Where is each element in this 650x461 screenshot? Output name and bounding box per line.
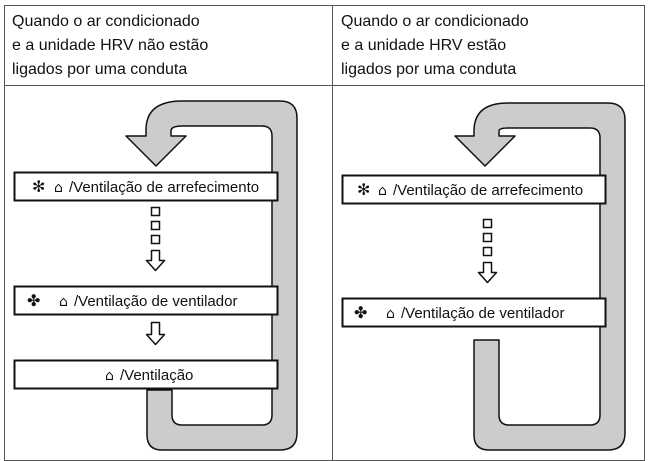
left-header-line-3: ligados por uma conduta [12, 61, 187, 78]
left-header: Quando o ar condicionado e a unidade HRV… [12, 13, 208, 78]
right-box-cooling: ✻ ⌂ /Ventilação de arrefecimento [341, 174, 607, 205]
left-box-fan-label: /Ventilação de ventilador [74, 293, 237, 310]
right-dashed-arrow [477, 218, 498, 284]
left-loop-arrow [125, 100, 298, 451]
right-header-line-2: e a unidade HRV estão [341, 37, 506, 54]
fan-icon: ✤ [354, 303, 367, 322]
right-box-cooling-label: /Ventilação de arrefecimento [393, 182, 583, 199]
right-loop-arrow [454, 102, 626, 451]
ventilation-icon: ⌂ [54, 180, 63, 196]
right-header-line-1: Quando o ar condicionado [341, 13, 529, 30]
ventilation-icon: ⌂ [105, 368, 114, 384]
left-header-line-2: e a unidade HRV não estão [12, 37, 208, 54]
left-box-ventilation-label: /Ventilação [120, 367, 193, 384]
fan-icon: ✤ [27, 291, 40, 310]
snowflake-icon: ✻ [357, 180, 370, 199]
right-header-line-3: ligados por uma conduta [341, 61, 516, 78]
ventilation-icon: ⌂ [59, 294, 68, 310]
right-box-fan-label: /Ventilação de ventilador [401, 305, 564, 322]
left-box-cooling: ✻ ⌂ /Ventilação de arrefecimento [13, 171, 279, 202]
left-box-cooling-label: /Ventilação de arrefecimento [69, 179, 259, 196]
ventilation-icon: ⌂ [378, 183, 387, 199]
snowflake-icon: ✻ [32, 177, 45, 196]
left-box-fan: ✤ ⌂ /Ventilação de ventilador [13, 285, 279, 316]
right-box-fan: ✤ ⌂ /Ventilação de ventilador [341, 297, 607, 328]
left-header-line-1: Quando o ar condicionado [12, 13, 200, 30]
right-header: Quando o ar condicionado e a unidade HRV… [341, 13, 529, 78]
ventilation-icon: ⌂ [386, 306, 395, 322]
left-solid-arrow [145, 321, 166, 346]
left-box-ventilation: ⌂ /Ventilação [13, 359, 279, 390]
left-dashed-arrow [145, 206, 166, 272]
